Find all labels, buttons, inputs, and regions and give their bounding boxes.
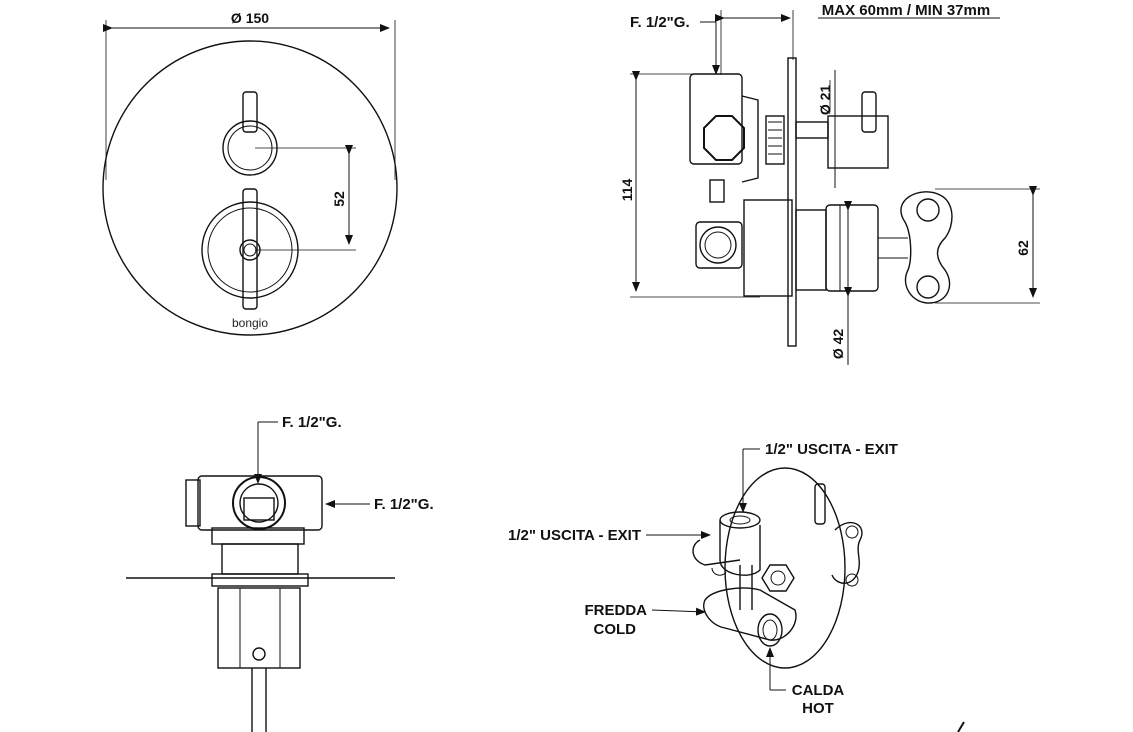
hot-english-label: HOT (802, 700, 834, 717)
top-side-inlet-label: F. 1/2"G. (374, 496, 434, 513)
cover-plate (102, 40, 398, 336)
lever-side (795, 91, 889, 169)
top-inlet-label: F. 1/2"G. (282, 414, 342, 431)
spacing-label: 52 (331, 191, 347, 207)
stem-top (217, 587, 301, 732)
iso-view: 1/2" USCITA - EXIT 1/2" USCITA - EXIT FR… (508, 441, 898, 717)
side-inlet-label: F. 1/2"G. (630, 14, 690, 31)
iso-exit-left-label: 1/2" USCITA - EXIT (508, 527, 641, 544)
lower-knob (201, 188, 299, 310)
valve-body-top (185, 475, 323, 587)
wall-depth-label: MAX 60mm / MIN 37mm (822, 2, 990, 19)
knob-side (795, 204, 908, 292)
diameter-label: Ø 150 (231, 10, 269, 26)
hot-italian-label: CALDA (792, 682, 845, 699)
iso-wall-plate (724, 467, 846, 669)
height-label: 114 (619, 178, 635, 201)
side-view: F. 1/2"G. MAX 60mm / MIN 37mm 114 (619, 2, 1040, 365)
brand-logo: bongio (232, 316, 268, 330)
valve-assembly-iso (692, 467, 863, 669)
key-handle (900, 191, 953, 304)
corner-mark (957, 721, 965, 732)
valve-body-side (689, 73, 793, 297)
upper-lever (222, 91, 278, 176)
iso-exit-top-label: 1/2" USCITA - EXIT (765, 441, 898, 458)
wall-plate (787, 57, 797, 347)
front-view: Ø 150 52 bongio (102, 10, 398, 336)
cold-italian-label: FREDDA (585, 602, 648, 619)
key-spacing-label: 62 (1015, 240, 1031, 256)
knob-diameter-label: Ø 42 (830, 329, 846, 360)
handle-diameter-label: Ø 21 (817, 85, 833, 116)
top-view: F. 1/2"G. F. 1/2"G. (126, 414, 434, 732)
cold-english-label: COLD (594, 621, 637, 638)
